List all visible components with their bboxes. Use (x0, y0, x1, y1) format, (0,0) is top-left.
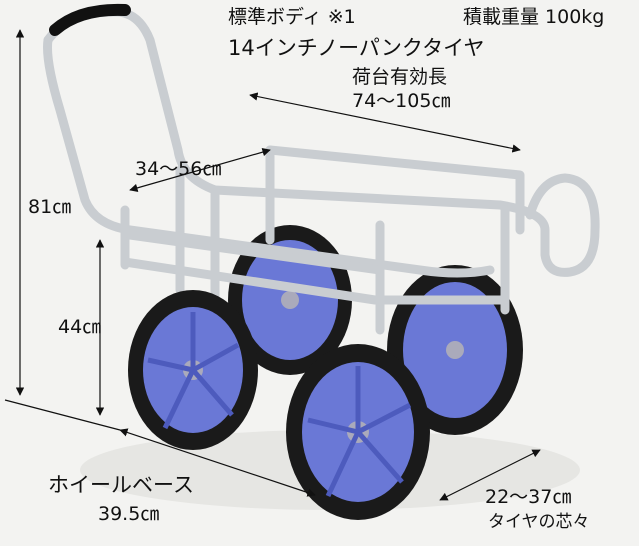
deck-length-label: 荷台有効長 (352, 66, 448, 88)
tire-label: 14インチノーパンクタイヤ (228, 36, 485, 60)
front-right-wheel (286, 344, 430, 520)
deck-length-value: 74～105㎝ (352, 90, 451, 112)
total-height-value: 81㎝ (28, 196, 72, 218)
body-type-label: 標準ボディ ※1 (228, 6, 356, 28)
track-value: 22～37㎝ (485, 486, 572, 508)
wheelbase-label: ホイールベース (48, 473, 194, 497)
deck-height-value: 44㎝ (58, 316, 102, 338)
dimension-lines (4, 29, 541, 501)
front-left-wheel (128, 290, 258, 450)
track-label: タイヤの芯々 (488, 512, 590, 532)
load-capacity-label: 積載重量 100kg (463, 6, 605, 28)
wheelbase-value: 39.5㎝ (98, 503, 160, 525)
deck-width-value: 34～56㎝ (135, 158, 222, 180)
handle-grip (49, 3, 131, 36)
